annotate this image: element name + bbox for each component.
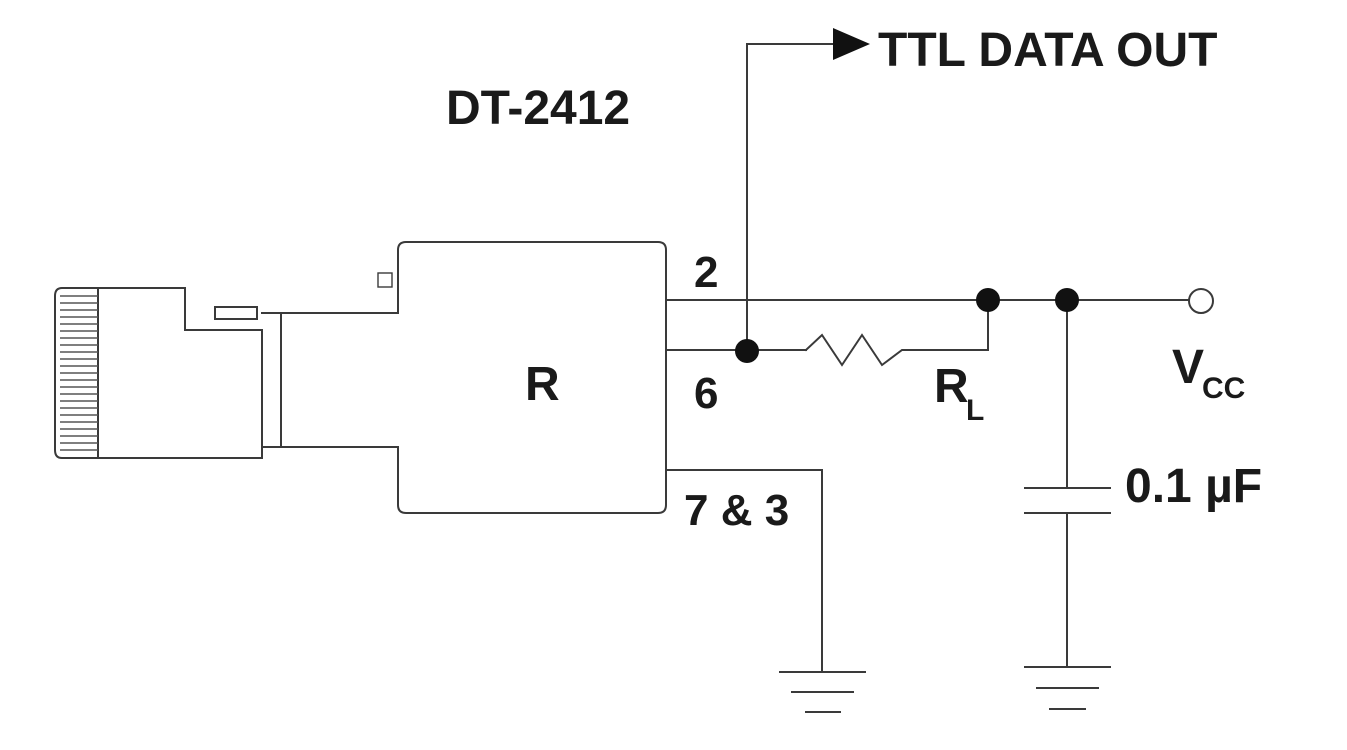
junction-dot-output	[735, 339, 759, 363]
connector-latch	[214, 306, 258, 320]
capacitor-value-label: 0.1 µF	[1125, 460, 1262, 513]
receiver-housing	[261, 241, 667, 514]
ttl-output-trace	[746, 43, 834, 351]
ground-wire	[665, 469, 823, 673]
vcc-label: V	[1172, 341, 1204, 394]
junction-dot-capacitor	[1055, 288, 1079, 312]
receiver-block-label: R	[525, 358, 560, 411]
vcc-terminal	[1188, 288, 1214, 314]
pin-b-label: 6	[694, 369, 718, 418]
vcc-subscript: CC	[1202, 372, 1245, 405]
part-number-label: DT-2412	[446, 82, 630, 135]
pin1-marker	[377, 272, 393, 288]
pin-a-label: 2	[694, 248, 718, 297]
resistor-subscript: L	[966, 394, 984, 427]
resistor-label: R	[934, 360, 969, 413]
ground-symbol-left	[779, 671, 866, 713]
junction-dot-resistor	[976, 288, 1000, 312]
output-label: TTL DATA OUT	[878, 24, 1218, 77]
ground-symbol-right	[1024, 666, 1111, 710]
fiber-connector	[54, 287, 282, 459]
load-resistor	[804, 299, 989, 367]
connector-grip-ridges	[60, 295, 98, 451]
pin-c-label: 7 & 3	[684, 486, 789, 535]
ttl-output-arrow	[833, 28, 870, 60]
